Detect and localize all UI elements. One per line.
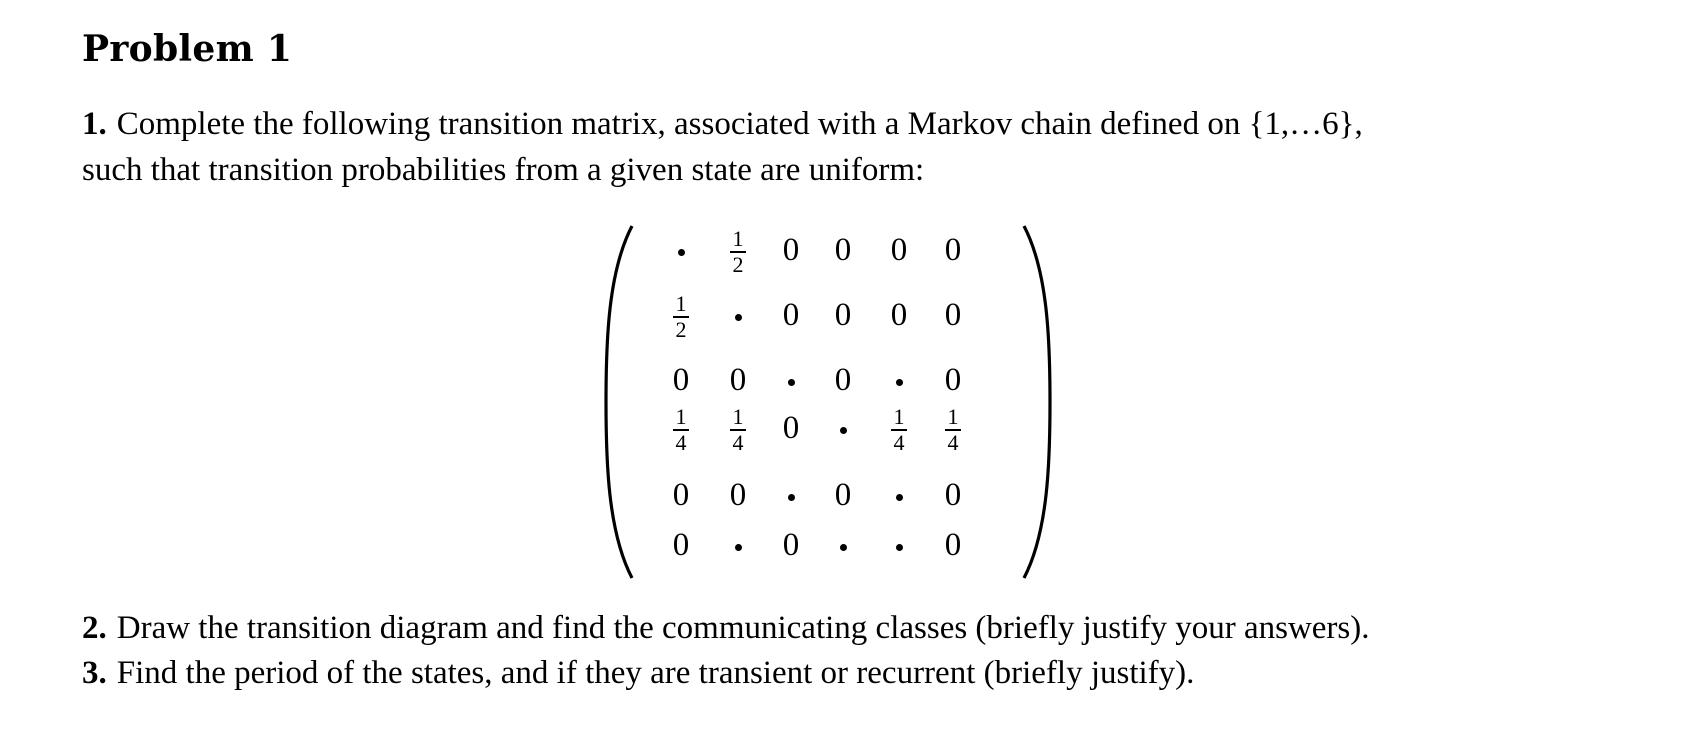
- matrix-cell-r5-c6: 0: [944, 477, 962, 513]
- matrix-cell-r4-c4: [818, 410, 868, 446]
- question-3-text: Find the period of the states, and if th…: [116, 655, 1195, 691]
- matrix-cell-r3-c2: 0: [729, 362, 747, 398]
- question-2: 2.Draw the transition diagram and find t…: [82, 605, 1370, 651]
- right-parenthesis: [1018, 222, 1058, 582]
- numerator: 1: [947, 404, 959, 429]
- matrix-cell-r2-c4: 0: [834, 297, 852, 333]
- matrix-cell-r6-c3: 0: [782, 527, 800, 563]
- fraction-bar: [730, 251, 746, 253]
- fraction-bar: [730, 429, 746, 431]
- matrix-cell-r6-c6: 0: [944, 527, 962, 563]
- fraction-bar: [945, 429, 961, 431]
- denominator: 4: [893, 429, 905, 455]
- blank-entry-dot: [895, 543, 903, 551]
- question-1-number: 1.: [82, 106, 107, 142]
- numerator: 1: [675, 404, 687, 429]
- question-2-text: Draw the transition diagram and find the…: [116, 610, 1370, 646]
- denominator: 2: [732, 251, 744, 277]
- matrix-cell-r2-c6: 0: [944, 297, 962, 333]
- matrix-cell-r3-c4: 0: [834, 362, 852, 398]
- numerator: 1: [732, 404, 744, 429]
- matrix-cell-r6-c1: 0: [672, 527, 690, 563]
- question-1-line-1: 1.Complete the following transition matr…: [82, 101, 1363, 147]
- matrix-cell-r2-c2: [713, 297, 763, 333]
- question-1-text-line-1: Complete the following transition matrix…: [116, 106, 1363, 142]
- fraction-bar: [673, 429, 689, 431]
- matrix-cell-r1-c5: 0: [890, 232, 908, 268]
- matrix-cell-r2-c3: 0: [782, 297, 800, 333]
- matrix-cell-r5-c5: [874, 477, 924, 513]
- matrix-cell-r1-c1: [656, 232, 706, 268]
- matrix-cell-r2-c5: 0: [890, 297, 908, 333]
- question-3: 3.Find the period of the states, and if …: [82, 650, 1194, 696]
- blank-entry-dot: [895, 493, 903, 501]
- matrix-cell-r5-c1: 0: [672, 477, 690, 513]
- matrix-cell-r5-c4: 0: [834, 477, 852, 513]
- left-parenthesis: [598, 222, 638, 582]
- matrix-cell-r1-c6: 0: [944, 232, 962, 268]
- matrix-cell-r6-c4: [818, 527, 868, 563]
- blank-entry-dot: [734, 543, 742, 551]
- matrix-cell-r3-c6: 0: [944, 362, 962, 398]
- fraction-bar: [891, 429, 907, 431]
- denominator: 2: [675, 316, 687, 342]
- numerator: 1: [675, 291, 687, 316]
- matrix-cell-r5-c2: 0: [729, 477, 747, 513]
- question-1-line-2: such that transition probabilities from …: [82, 147, 924, 193]
- blank-entry-dot: [787, 493, 795, 501]
- matrix-cell-r1-c4: 0: [834, 232, 852, 268]
- blank-entry-dot: [787, 378, 795, 386]
- question-3-number: 3.: [82, 655, 107, 691]
- matrix-cell-r4-c3: 0: [782, 410, 800, 446]
- matrix-cell-r3-c5: [874, 362, 924, 398]
- denominator: 4: [732, 429, 744, 455]
- blank-entry-dot: [839, 426, 847, 434]
- matrix-cell-r6-c5: [874, 527, 924, 563]
- blank-entry-dot: [895, 378, 903, 386]
- blank-entry-dot: [734, 313, 742, 321]
- numerator: 1: [732, 226, 744, 251]
- blank-entry-dot: [839, 543, 847, 551]
- matrix-cell-r3-c3: [766, 362, 816, 398]
- matrix-cell-r5-c3: [766, 477, 816, 513]
- matrix-cell-r6-c2: [713, 527, 763, 563]
- problem-heading: Problem 1: [82, 28, 293, 70]
- numerator: 1: [893, 404, 905, 429]
- question-2-number: 2.: [82, 610, 107, 646]
- question-1-text-line-2: such that transition probabilities from …: [82, 152, 925, 188]
- fraction-bar: [673, 316, 689, 318]
- matrix-cell-r1-c3: 0: [782, 232, 800, 268]
- denominator: 4: [947, 429, 959, 455]
- denominator: 4: [675, 429, 687, 455]
- blank-entry-dot: [677, 248, 685, 256]
- matrix-cell-r3-c1: 0: [672, 362, 690, 398]
